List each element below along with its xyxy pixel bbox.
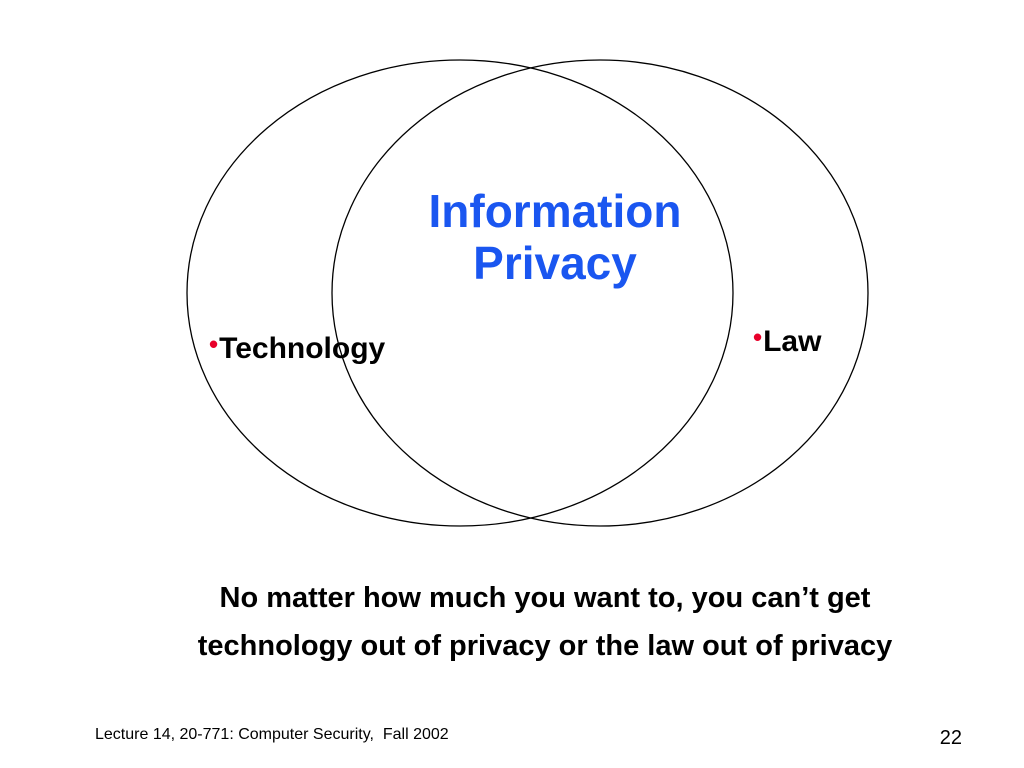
law-label: •Law <box>753 320 821 359</box>
technology-circle <box>186 59 734 527</box>
technology-label: •Technology <box>209 327 385 366</box>
information-privacy-title: Information Privacy <box>390 185 720 289</box>
title-line-2: Privacy <box>473 237 637 289</box>
bullet-icon: • <box>753 322 763 352</box>
page-number: 22 <box>939 727 962 749</box>
caption-line-1: No matter how much you want to, you can’… <box>219 582 871 614</box>
law-text: Law <box>763 325 822 358</box>
title-line-1: Information <box>428 185 682 237</box>
technology-text: Technology <box>219 332 386 365</box>
law-circle <box>331 59 869 527</box>
caption: No matter how much you want to, you can’… <box>100 574 990 670</box>
footer-lecture-info: Lecture 14, 20-771: Computer Security, F… <box>95 726 449 743</box>
caption-line-2: technology out of privacy or the law out… <box>197 630 893 662</box>
bullet-icon: • <box>209 329 219 359</box>
